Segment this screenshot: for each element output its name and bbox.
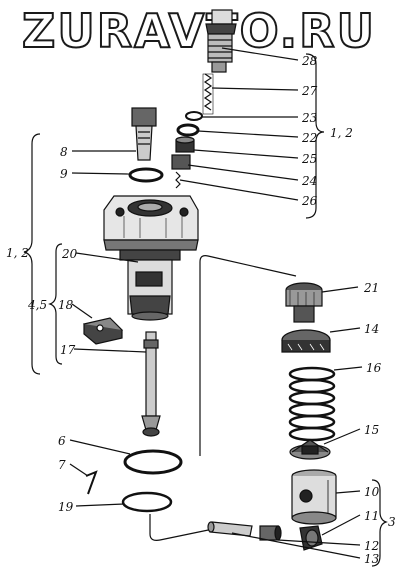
callout-12: 12 xyxy=(364,539,380,553)
part-14-toothed-collar xyxy=(281,329,331,353)
part-22-ring xyxy=(176,123,200,137)
part-6-ring xyxy=(123,449,183,475)
part-28-valve-holder xyxy=(205,9,237,73)
left-inner-bracket xyxy=(48,243,63,365)
part-17-plunger xyxy=(141,331,161,437)
pump-housing xyxy=(103,195,199,261)
connector-line-lower xyxy=(149,514,219,541)
callout-15: 15 xyxy=(364,423,380,437)
callout-10: 10 xyxy=(364,485,380,499)
part-25-valve xyxy=(175,136,195,153)
callout-23: 23 xyxy=(302,111,318,125)
part-7-pin xyxy=(85,470,98,495)
group-label-bottom-right: 3 xyxy=(388,515,396,529)
group-label-left-outer: 1, 2 xyxy=(6,246,29,260)
part-12-bushing xyxy=(259,525,282,541)
callout-13: 13 xyxy=(364,552,380,566)
callout-16: 16 xyxy=(366,361,382,375)
part-23-washer xyxy=(185,111,203,121)
callout-27: 27 xyxy=(302,84,318,98)
callout-18: 18 xyxy=(58,298,74,312)
callout-20: 20 xyxy=(62,247,78,261)
callout-11: 11 xyxy=(364,509,380,523)
callout-22: 22 xyxy=(302,131,318,145)
watermark: ZURAVTO.RU xyxy=(21,4,376,58)
part-26-gasket xyxy=(175,171,181,189)
part-15-spring-plate xyxy=(289,439,331,460)
part-8-bolt xyxy=(131,107,157,161)
callout-25: 25 xyxy=(302,152,318,166)
callout-21: 21 xyxy=(364,281,380,295)
callout-17: 17 xyxy=(60,343,76,357)
callout-7: 7 xyxy=(58,458,66,472)
part-21-nut xyxy=(285,282,323,323)
part-18-clamp xyxy=(82,317,124,345)
part-27-spring xyxy=(202,73,214,115)
callout-9: 9 xyxy=(60,167,68,181)
part-16-spring xyxy=(288,366,336,442)
part-9-washer xyxy=(128,167,164,183)
part-20-plunger-barrel xyxy=(127,259,173,321)
part-24-valve-seat xyxy=(171,154,191,170)
callout-24: 24 xyxy=(302,174,318,188)
callout-8: 8 xyxy=(60,145,68,159)
part-13-axle xyxy=(207,521,253,537)
group-label-left-inner: 4,5 xyxy=(28,298,48,312)
callout-14: 14 xyxy=(364,322,380,336)
callout-26: 26 xyxy=(302,194,318,208)
part-10-pusher-body xyxy=(291,469,337,525)
connector-line-upper xyxy=(199,255,297,456)
callout-19: 19 xyxy=(58,500,74,514)
group-label-top-right: 1, 2 xyxy=(330,126,353,140)
part-19-ring xyxy=(121,491,173,513)
left-outer-bracket xyxy=(23,133,41,375)
callout-6: 6 xyxy=(58,434,66,448)
callout-28: 28 xyxy=(302,54,318,68)
